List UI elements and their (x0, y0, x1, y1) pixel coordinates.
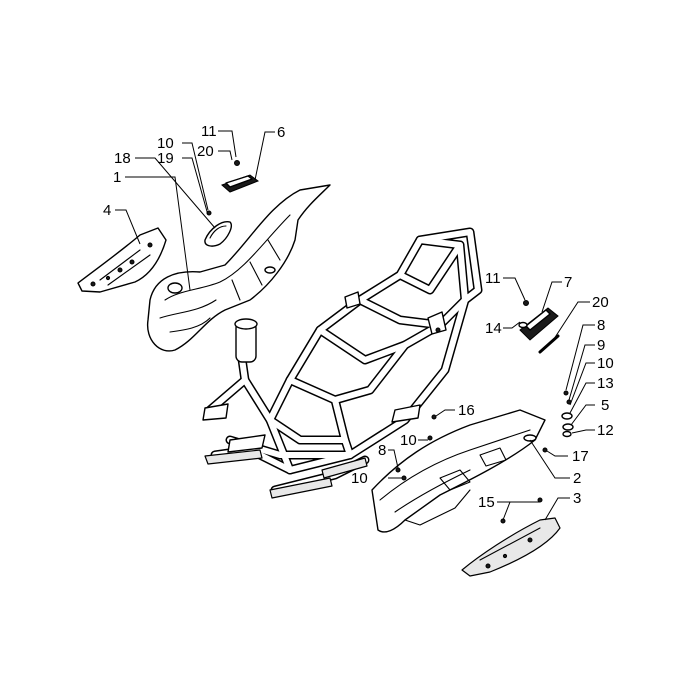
callout-16: 16 (458, 402, 475, 419)
callout-10-right: 10 (597, 355, 614, 372)
callout-4: 4 (103, 202, 111, 219)
callout-3: 3 (573, 490, 581, 507)
callout-10-top: 10 (157, 135, 174, 152)
callout-18: 18 (114, 150, 131, 167)
part-18-seal (204, 221, 232, 247)
hardware-fasteners (206, 160, 574, 524)
part-2-footboard (371, 409, 546, 533)
part-20-rod (538, 334, 560, 354)
callout-14: 14 (485, 320, 502, 337)
callout-8-right: 8 (597, 317, 605, 334)
part-6-rubber-pad (221, 174, 260, 193)
callout-5: 5 (601, 397, 609, 414)
callout-2: 2 (573, 470, 581, 487)
callout-20-top: 20 (197, 143, 214, 160)
callout-9: 9 (597, 337, 605, 354)
callout-15: 15 (478, 494, 495, 511)
part-7-rubber-block (519, 307, 559, 341)
leader-lines (115, 130, 595, 521)
callout-17: 17 (572, 448, 589, 465)
callout-10-mid: 10 (400, 432, 417, 449)
callout-19: 19 (157, 150, 174, 167)
callout-11-top: 11 (201, 123, 217, 140)
callout-7: 7 (564, 274, 572, 291)
scooter-frame (202, 227, 483, 499)
callout-6: 6 (277, 124, 285, 141)
callout-11-right: 11 (485, 270, 501, 287)
callout-labels: 11 20 6 10 18 19 1 4 11 7 20 14 8 9 10 1… (103, 123, 614, 511)
part-1-front-leg-shield (146, 184, 331, 352)
callout-1: 1 (113, 169, 121, 186)
callout-20-right: 20 (592, 294, 609, 311)
callout-12: 12 (597, 422, 614, 439)
part-4-inner-panel (77, 227, 167, 293)
callout-10-lower: 10 (351, 470, 368, 487)
part-3-cover-plate (461, 517, 561, 577)
callout-8-lower: 8 (378, 442, 386, 459)
callout-13: 13 (597, 375, 614, 392)
